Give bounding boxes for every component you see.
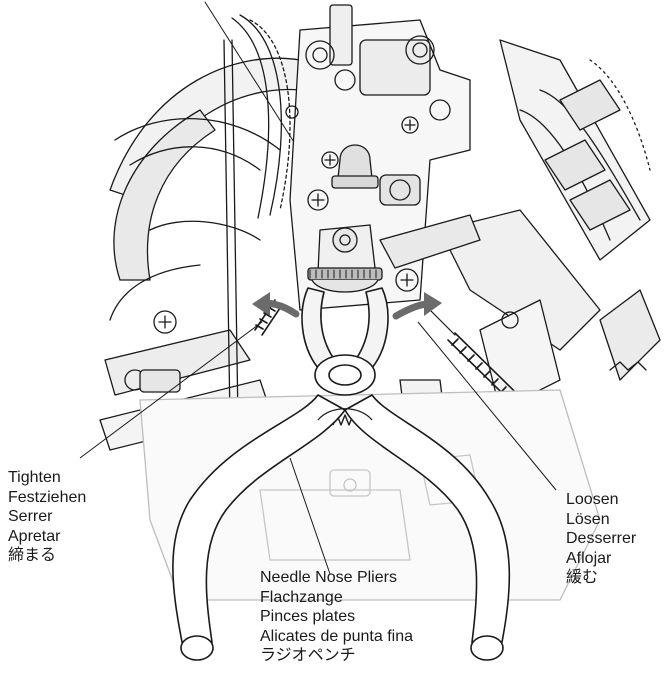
tighten-label-ja: 締まる [8,547,57,564]
tighten-arrow-icon [252,292,300,318]
loosen-label-de: Lösen [566,510,610,528]
loosen-label-es: Aflojar [566,549,612,567]
tighten-label-fr: Serrer [8,508,53,525]
left-suspension-arm [99,57,301,451]
label-leader-lines [79,321,557,575]
rod-end [307,224,383,293]
pliers-label-en: Needle Nose Pliers [260,569,397,586]
loosen-label-ja: 緩む [566,569,599,586]
pliers-icon [172,287,511,661]
tighten-label-de: Festziehen [8,488,87,506]
pliers-leader-line [289,457,331,575]
pliers-label: Needle Nose Pliers Flachzange Pinces pla… [260,568,413,666]
loosen-leader-line [417,321,557,491]
loosen-label: Loosen Lösen Desserrer Aflojar 緩む [566,490,636,588]
loosen-label-en: Loosen [566,491,619,508]
loosen-label-fr: Desserrer [566,530,637,547]
loosen-arrow-icon [392,292,442,320]
tighten-label: Tighten Festziehen Serrer Apretar 締まる [8,468,86,566]
tighten-label-es: Apretar [8,527,61,545]
pliers-label-ja: ラジオペンチ [260,647,356,664]
bulkhead-block [285,4,471,311]
pliers-label-es: Alicates de punta fina [260,627,413,645]
pliers-label-fr: Pinces plates [260,608,356,625]
antenna-tube [223,39,239,421]
ball-joint-icon [331,144,379,189]
tighten-leader-line [79,321,263,459]
pliers-label-de: Flachzange [260,588,343,606]
right-lower-arm [379,209,661,421]
spur-gear [231,14,291,219]
right-shock-absorber [499,39,651,261]
tighten-label-en: Tighten [8,469,61,486]
